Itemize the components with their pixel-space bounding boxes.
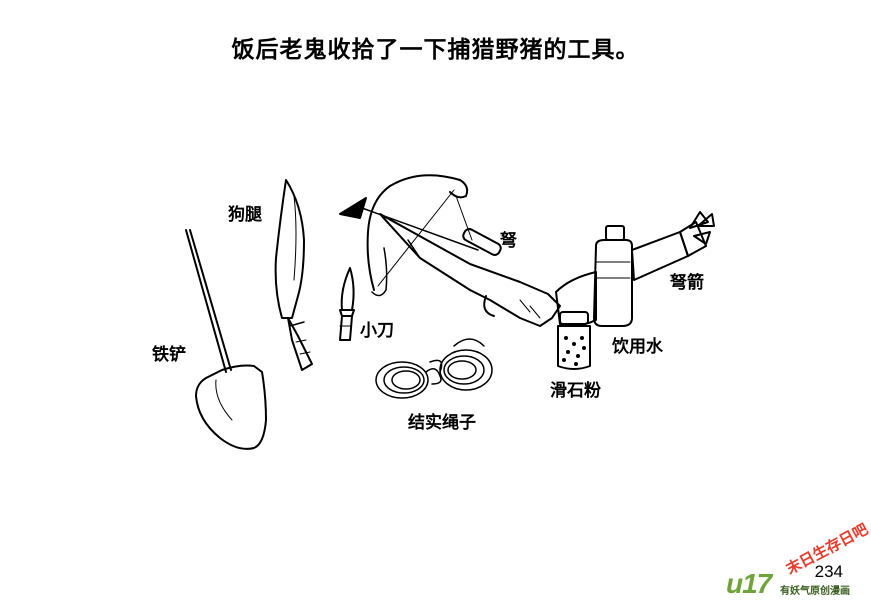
- label-rope: 结实绳子: [408, 413, 476, 433]
- rope-coil-drawing: [375, 338, 493, 399]
- site-watermark: u17 末日生存日吧 有妖气原创漫画: [720, 520, 871, 600]
- label-shovel: 铁铲: [152, 345, 186, 365]
- small-knife-drawing: [339, 267, 355, 341]
- label-talc: 滑石粉: [550, 381, 601, 401]
- label-water: 饮用水: [612, 337, 663, 357]
- label-crossbow: 弩: [500, 231, 517, 251]
- label-machete: 狗腿: [228, 205, 262, 225]
- watermark-tagline: 有妖气原创漫画: [780, 586, 850, 597]
- page-number: 234: [814, 562, 843, 581]
- water-bottle-drawing: [593, 225, 633, 327]
- machete-drawing: [274, 179, 313, 371]
- watermark-logo: u17: [726, 568, 772, 599]
- talc-jar-drawing: [557, 311, 591, 370]
- label-bolts: 弩箭: [670, 273, 704, 293]
- crossbow-drawing: [339, 174, 561, 327]
- label-knife: 小刀: [360, 321, 394, 341]
- page-caption: 饭后老鬼收拾了一下捕猎野猪的工具。: [231, 36, 640, 63]
- shovel-drawing: [185, 229, 267, 450]
